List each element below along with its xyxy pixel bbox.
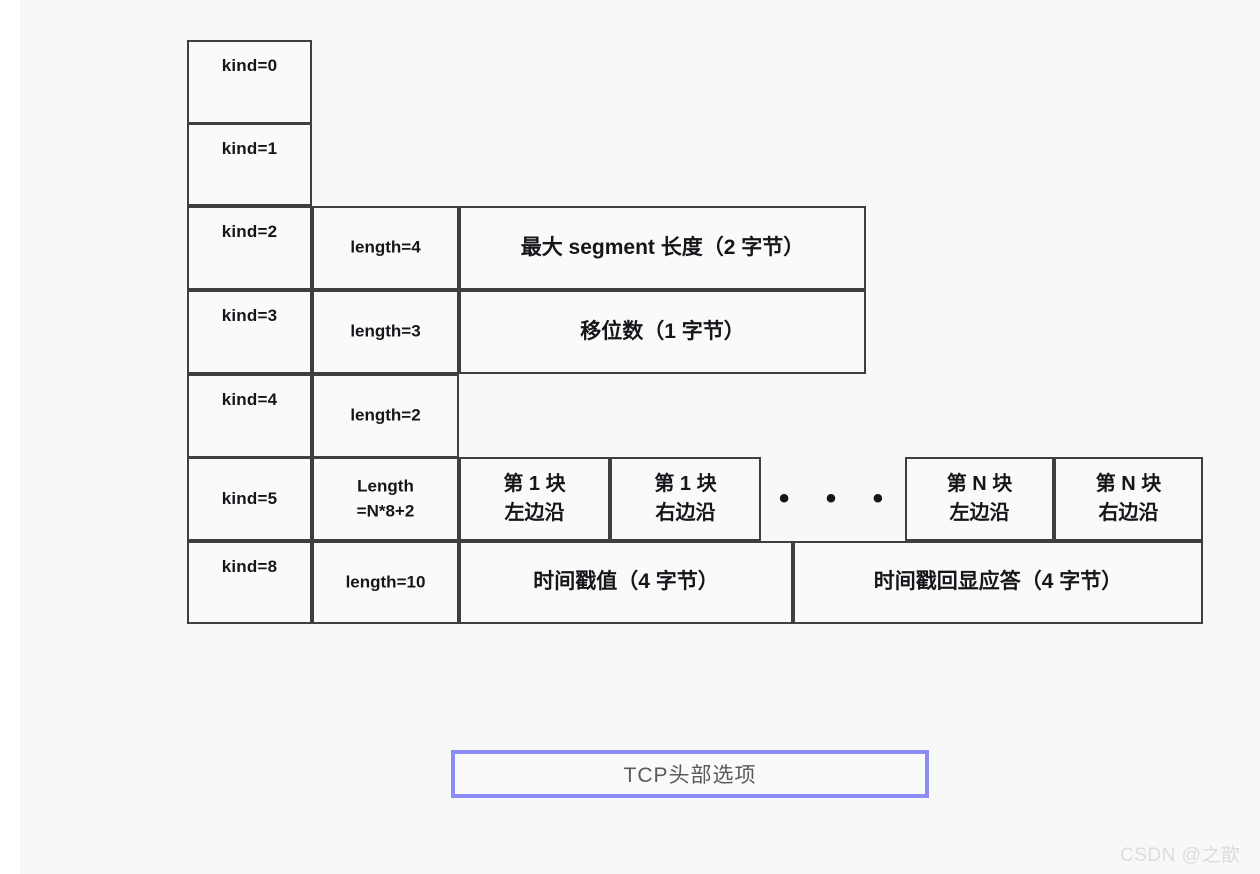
table-row-kind4-kind-cell: kind=4 [187,374,312,458]
table-row-kind2-length-cell: length=4 [312,206,459,290]
block-line-1: 第 1 块 [654,473,717,495]
block-label: 第 1 块 左边沿 [461,470,608,528]
block-line-2: 右边沿 [1098,502,1159,524]
payload-label: 最大 segment 长度（2 字节） [520,235,805,259]
kind-label: kind=3 [221,306,278,325]
table-row-kind5-ellipsis-cell: • • • [761,457,905,541]
block-line-1: 第 N 块 [946,473,1013,495]
table-row-kind8-length-cell: length=10 [312,541,459,624]
figure-caption-box: TCP头部选项 [451,750,929,798]
table-row-kind5-blockn-left-cell: 第 N 块 左边沿 [905,457,1054,541]
table-row-kind0-kind-cell: kind=0 [187,40,312,124]
block-label: 第 1 块 右边沿 [612,470,759,528]
length-line-1: Length [357,476,414,496]
kind-label: kind=2 [221,222,278,241]
length-label: length=2 [350,405,421,425]
timestamp-value-label: 时间戳值（4 字节） [533,570,719,594]
length-label: length=3 [350,321,421,341]
kind-label: kind=8 [221,557,278,576]
kind-label: kind=5 [221,489,278,508]
payload-label: 移位数（1 字节） [580,319,745,343]
table-row-kind8-timestamp-echo-cell: 时间戳回显应答（4 字节） [793,541,1203,624]
block-line-2: 右边沿 [655,502,716,524]
table-row-kind5-block1-left-cell: 第 1 块 左边沿 [459,457,610,541]
table-row-kind3-kind-cell: kind=3 [187,290,312,374]
block-line-2: 左边沿 [949,502,1010,524]
timestamp-echo-label: 时间戳回显应答（4 字节） [873,570,1123,594]
length-line-2: =N*8+2 [356,501,415,520]
table-row-kind1-kind-cell: kind=1 [187,123,312,206]
table-row-kind8-kind-cell: kind=8 [187,541,312,624]
table-row-kind3-payload-cell: 移位数（1 字节） [459,290,866,374]
length-label: length=4 [350,237,421,257]
kind-label: kind=0 [221,56,278,75]
length-label: Length =N*8+2 [314,474,457,523]
table-row-kind5-kind-cell: kind=5 [187,457,312,541]
block-label: 第 N 块 右边沿 [1056,470,1201,528]
kind-label: kind=1 [221,139,278,158]
table-row-kind2-kind-cell: kind=2 [187,206,312,290]
block-line-2: 左边沿 [504,502,565,524]
block-line-1: 第 1 块 [503,473,566,495]
length-label: length=10 [345,572,426,592]
block-line-1: 第 N 块 [1095,473,1162,495]
ellipsis-label: • • • [778,482,898,515]
table-row-kind4-length-cell: length=2 [312,374,459,458]
table-row-kind8-timestamp-value-cell: 时间戳值（4 字节） [459,541,793,624]
table-row-kind2-payload-cell: 最大 segment 长度（2 字节） [459,206,866,290]
csdn-watermark: CSDN @之歆 [1120,845,1241,866]
table-row-kind3-length-cell: length=3 [312,290,459,374]
table-row-kind5-length-cell: Length =N*8+2 [312,457,459,541]
kind-label: kind=4 [221,390,278,409]
table-row-kind5-blockn-right-cell: 第 N 块 右边沿 [1054,457,1203,541]
block-label: 第 N 块 左边沿 [907,470,1052,528]
figure-caption-text: TCP头部选项 [623,764,757,787]
table-row-kind5-block1-right-cell: 第 1 块 右边沿 [610,457,761,541]
